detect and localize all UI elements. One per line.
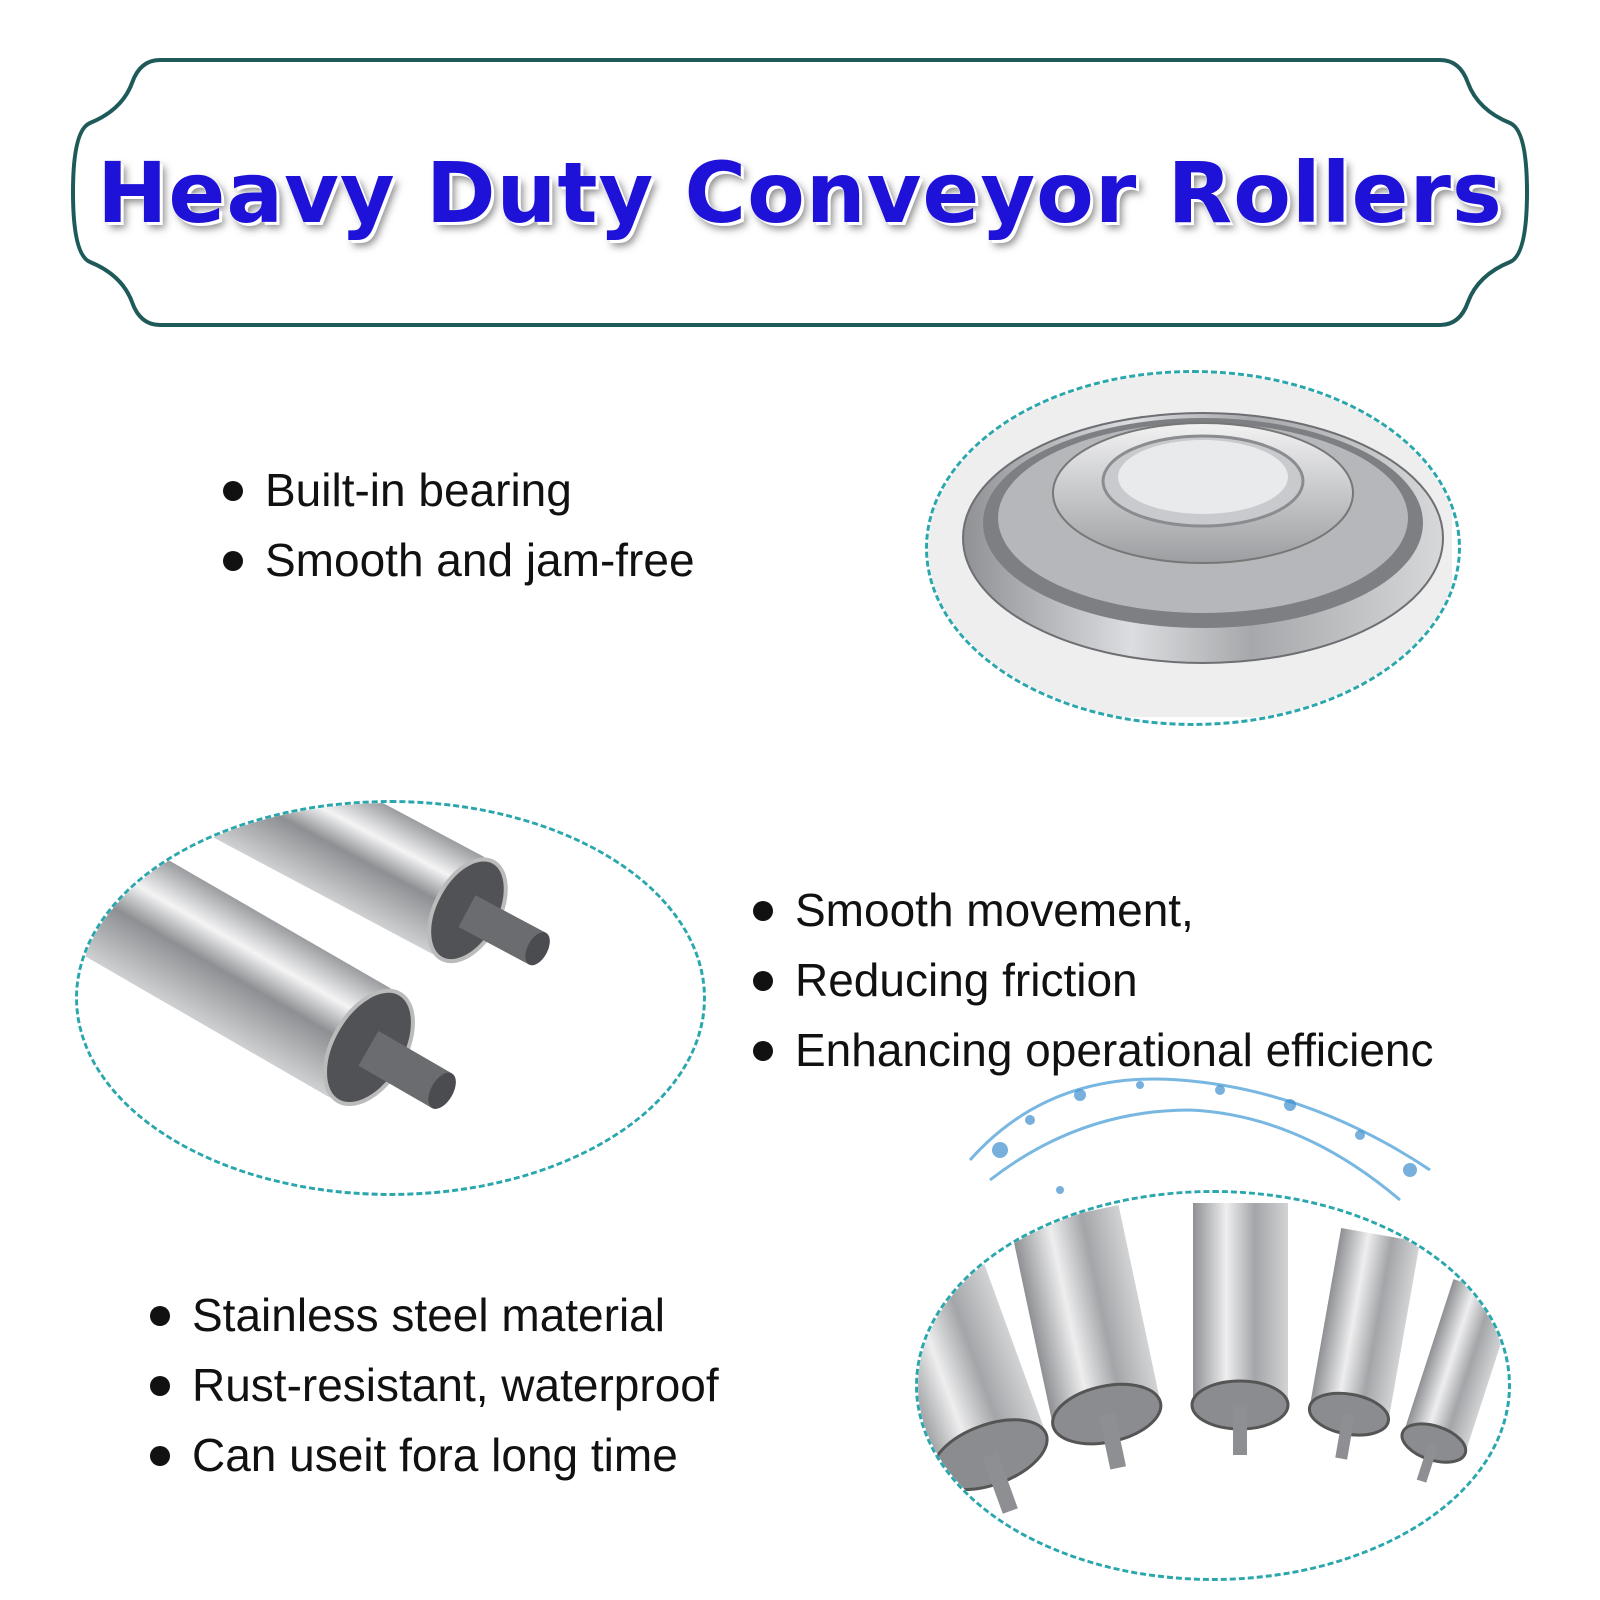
page-title: Heavy Duty Conveyor Rollers [97,143,1503,242]
water-splash-icon [968,1077,1431,1225]
bullet-icon [223,550,243,571]
feature-list-bearing: Built-in bearing Smooth and jam-free [223,455,695,595]
list-item: Stainless steel material [150,1280,719,1350]
list-item: Smooth and jam-free [223,525,695,595]
bullet-icon [753,970,773,991]
roller-shafts-photo [75,800,706,1196]
decorative-frame [70,58,1530,327]
feature-list-movement: Smooth movement, Reducing friction Enhan… [753,875,1434,1085]
roller-shaft-icon [78,803,697,1187]
feature-list-material: Stainless steel material Rust-resistant,… [150,1280,719,1490]
list-item: Built-in bearing [223,455,695,525]
list-item: Enhancing operational efficienc [753,1015,1434,1085]
bullet-icon [753,900,773,921]
list-item: Smooth movement, [753,875,1434,945]
list-item: Reducing friction [753,945,1434,1015]
rollers-waterproof-photo [915,1190,1511,1581]
bullet-icon [150,1445,170,1466]
tapered-roller-bearing-icon [928,373,1452,717]
bearing-photo [925,370,1461,726]
title-banner: Heavy Duty Conveyor Rollers [70,55,1530,330]
bullet-icon [753,1040,773,1061]
bullet-icon [150,1305,170,1326]
list-item: Rust-resistant, waterproof [150,1350,719,1420]
bullet-icon [150,1375,170,1396]
list-item: Can useit fora long time [150,1420,719,1490]
steel-rollers-icon [918,1193,1502,1572]
bullet-icon [223,480,243,501]
